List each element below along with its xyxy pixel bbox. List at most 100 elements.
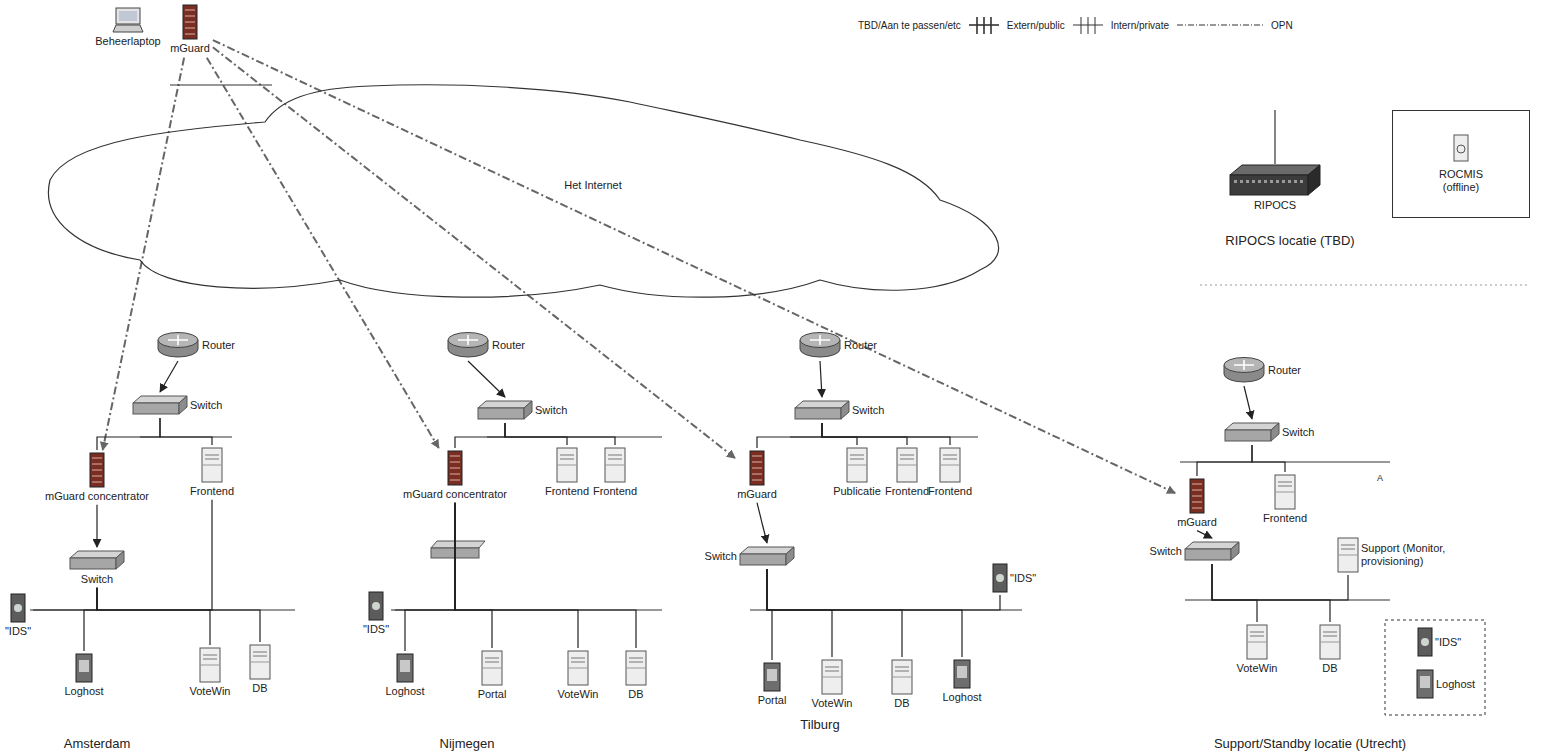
node-label: Frontend [190, 485, 234, 498]
ripocs-icon [1229, 163, 1321, 197]
node-label: Router [844, 339, 877, 352]
node-label: Frontend [928, 485, 972, 498]
server-node: VoteWin [189, 646, 232, 699]
server-icon [556, 447, 578, 483]
server-node: Frontend [189, 446, 235, 499]
loghost-icon [953, 659, 971, 689]
rocmis-icon [1453, 134, 1469, 162]
switch-icon [1224, 421, 1280, 443]
node-label: Switch [81, 573, 113, 586]
node-label: Het Internet [564, 179, 621, 192]
network-link [757, 503, 767, 543]
switch-node: Switch [1223, 420, 1315, 444]
node-label: VoteWin [190, 685, 231, 698]
guard-icon [1189, 478, 1205, 514]
network-link [455, 503, 578, 648]
node-label: mGuard [737, 488, 777, 501]
network-link [767, 569, 832, 657]
server-node: Frontend [927, 446, 973, 499]
server-icon [201, 447, 223, 483]
legend-sample [967, 14, 1001, 36]
network-link [822, 423, 907, 445]
loghost-icon [396, 653, 414, 683]
ids-node: "IDS" [4, 592, 32, 639]
legend-sample [1071, 14, 1105, 36]
node-label: DB [252, 682, 267, 695]
switch-node: Switch [793, 398, 885, 422]
router-node: Router [445, 330, 526, 360]
rocmis-node: ROCMIS (offline) [1392, 110, 1530, 218]
network-link [468, 361, 505, 397]
network-link [455, 423, 505, 448]
node-label: Switch [535, 404, 567, 417]
laptop-node: Beheerlaptop [94, 6, 161, 49]
legend-text: Extern/public [1007, 20, 1065, 31]
server-node: DB [890, 658, 914, 711]
node-label: VoteWin [1237, 662, 1278, 675]
node-label: "IDS" [1435, 636, 1461, 649]
loghost-node: Loghost [384, 652, 425, 699]
server-node: VoteWin [557, 649, 600, 702]
guard-node: mGuard [736, 449, 778, 502]
server-node: Support (Monitor, provisioning) [1336, 536, 1487, 574]
node-label: Switch [1150, 545, 1182, 558]
loghost-node: Loghost [1415, 668, 1476, 700]
server-node: Frontend [884, 446, 930, 499]
node-label: ROCMIS (offline) [1431, 168, 1491, 193]
switch-node: Switch [131, 393, 223, 417]
network-link [505, 423, 567, 445]
guard-node: mGuard [1176, 477, 1218, 530]
ids-node: "IDS" [362, 590, 390, 637]
node-label: Switch [852, 404, 884, 417]
network-link [822, 423, 950, 445]
network-link [820, 361, 822, 397]
node-label: Support (Monitor, provisioning) [1361, 542, 1486, 567]
guard-node: mGuard concentrator [44, 451, 150, 504]
location-caption: RIPOCS locatie (TBD) [1225, 233, 1354, 248]
node-label: Switch [705, 550, 737, 563]
network-link [455, 503, 492, 648]
legend-item: Intern/private [1071, 14, 1169, 36]
legend-text: Intern/private [1111, 20, 1169, 31]
node-label: Loghost [1436, 678, 1475, 691]
router-icon [1222, 356, 1266, 384]
node-label: mGuard [1177, 516, 1217, 529]
network-link [84, 588, 97, 651]
ids-icon [368, 591, 384, 621]
network-link [97, 588, 260, 642]
network-link [33, 588, 97, 610]
separator-line [1200, 285, 1530, 286]
legend-item: Extern/public [967, 14, 1065, 36]
site-name: Support/Standby locatie (Utrecht) [1214, 736, 1406, 751]
ids-node: "IDS" [1416, 626, 1462, 658]
cloud-shape [40, 80, 1005, 305]
node-label: Loghost [385, 685, 424, 698]
server-icon [891, 659, 913, 695]
switch-node: Switch [68, 548, 126, 587]
node-label: Switch [1282, 426, 1314, 439]
site-name: Tilburg [800, 717, 839, 732]
switch-symbol [431, 541, 485, 558]
switch-icon [132, 394, 188, 416]
server-icon [604, 447, 626, 483]
node-label: RIPOCS [1254, 199, 1296, 212]
dashed-group [1385, 620, 1485, 715]
network-link [757, 423, 822, 448]
network-link [1212, 564, 1257, 622]
node-label: Frontend [593, 485, 637, 498]
server-icon [481, 650, 503, 686]
node-label: DB [1322, 662, 1337, 675]
server-icon [199, 647, 221, 683]
opn-link [213, 40, 1175, 493]
guard-node: mGuard [169, 3, 211, 56]
loghost-icon [1416, 669, 1434, 699]
node-label: Router [492, 339, 525, 352]
server-node: Frontend [592, 446, 638, 499]
legend-text: OPN [1271, 20, 1293, 31]
server-icon [896, 447, 918, 483]
node-label: Router [202, 339, 235, 352]
switch-icon [69, 549, 125, 571]
guard-node: mGuard concentrator [402, 449, 508, 502]
switch-node: Switch [704, 544, 796, 568]
